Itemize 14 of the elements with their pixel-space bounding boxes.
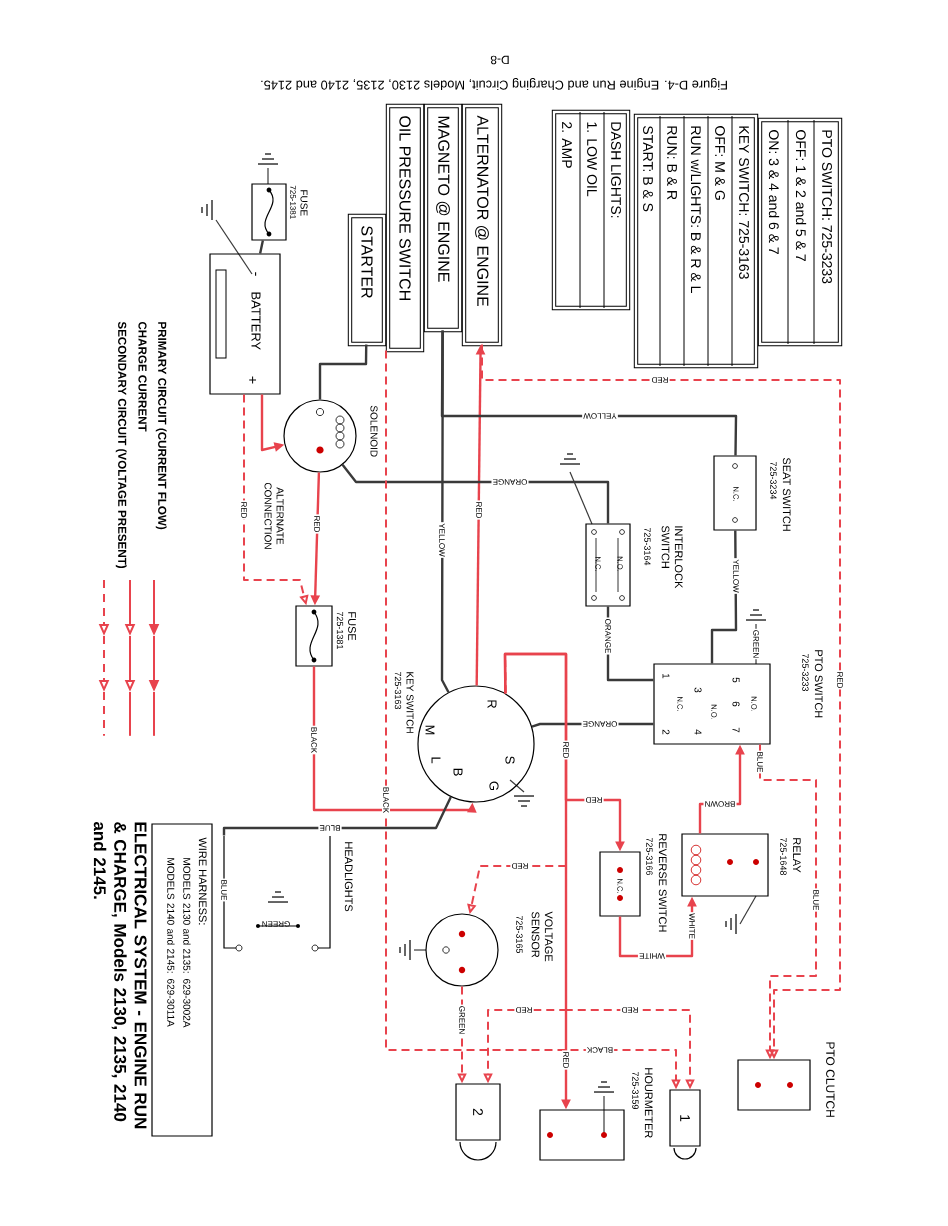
wire [222, 796, 452, 836]
wire [312, 666, 477, 813]
component-label-box: ALTERNATOR @ ENGINE [461, 103, 503, 347]
wire [531, 722, 654, 728]
wire [440, 330, 738, 456]
component-label-box: STARTER [347, 213, 387, 347]
component-label-box: MAGNETO @ ENGINE [423, 103, 463, 333]
wire [606, 606, 654, 682]
wire [341, 464, 610, 524]
caption: ELECTRICAL SYSTEM - ENGINE RUN & CHARGE, Models 2130, 2135, 2140 and 2145. [93, 821, 147, 1129]
wire [258, 240, 265, 254]
wire [710, 530, 738, 664]
component-label-box: OIL PRESSURE SWITCH [385, 103, 425, 353]
wire [318, 344, 368, 400]
